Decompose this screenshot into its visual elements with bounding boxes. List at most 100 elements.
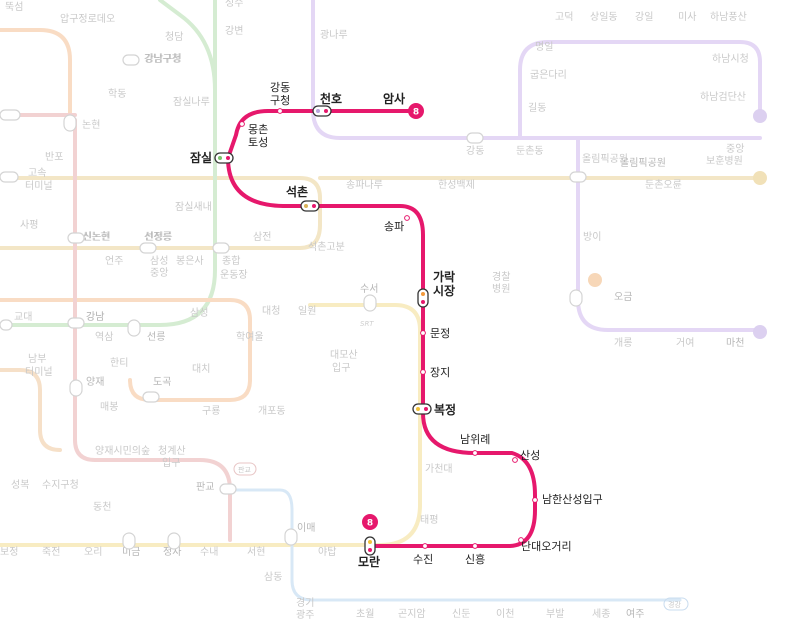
label-bokjeong: 복정 bbox=[434, 402, 456, 417]
background-transfer-marker bbox=[139, 242, 157, 254]
line9-path bbox=[0, 176, 762, 250]
background-station-label: 삼전 bbox=[253, 231, 271, 243]
background-station-label: 태평 bbox=[420, 514, 438, 526]
line8-stops bbox=[239, 108, 538, 549]
background-station-label: SRT bbox=[360, 320, 374, 328]
background-station-label: 대청 bbox=[262, 305, 280, 317]
background-station-label: 경강 bbox=[668, 600, 681, 609]
label-mongchon-2: 토성 bbox=[248, 136, 268, 149]
background-station-label: 둔촌동 bbox=[516, 145, 544, 157]
stop-sanseong[interactable] bbox=[512, 457, 518, 463]
background-station-label: 중앙 bbox=[150, 267, 168, 279]
background-station-label: 한성백제 bbox=[438, 179, 475, 191]
background-station-label: 대치 bbox=[192, 363, 210, 375]
stop-sinheung[interactable] bbox=[472, 543, 478, 549]
background-station-label: 선릉 bbox=[147, 331, 165, 343]
background-station-label: 양재시민의숲 bbox=[95, 445, 150, 457]
svg-text:8: 8 bbox=[413, 108, 419, 118]
line8-labels: 암사 천호 강동 구청 몽촌 토성 잠실 석촌 송파 가락 시장 문정 장지 복… bbox=[190, 81, 603, 569]
background-station-label: 고덕 bbox=[555, 11, 573, 23]
background-station-label: 강남 bbox=[86, 311, 104, 323]
background-station-label: 하남풍산 bbox=[710, 10, 747, 23]
background-station-label: 신논현 bbox=[82, 231, 110, 243]
background-station-label: 교대 bbox=[14, 311, 32, 323]
background-station-label: 신논현 bbox=[83, 231, 111, 243]
background-station-label: 매봉 bbox=[100, 401, 118, 413]
svg-text:8: 8 bbox=[367, 519, 373, 529]
label-sinheung: 신흥 bbox=[465, 552, 485, 566]
transfer-bokjeong[interactable] bbox=[412, 403, 432, 415]
background-station-label: 길동 bbox=[528, 101, 546, 114]
transfer-moran[interactable] bbox=[364, 536, 376, 556]
background-station-label: 남부 bbox=[28, 353, 46, 365]
background-transfer-marker bbox=[212, 242, 230, 254]
label-jamsil: 잠실 bbox=[190, 150, 212, 165]
background-station-label: 일원 bbox=[298, 305, 316, 317]
stop-gangdong-gucheong[interactable] bbox=[277, 108, 283, 114]
stop-munjeong[interactable] bbox=[420, 330, 426, 336]
stop-dandae[interactable] bbox=[518, 537, 524, 543]
background-station-label: 송파나루 bbox=[346, 179, 383, 191]
background-station-label: 삼성 bbox=[190, 307, 208, 319]
background-station-label: 초월 bbox=[356, 608, 374, 620]
background-station-label: 수내 bbox=[200, 546, 218, 558]
stop-jangji[interactable] bbox=[420, 369, 426, 375]
background-station-label: 운동장 bbox=[220, 269, 248, 281]
background-lines: 뚝섬 압구정로데오 성수 강변 광나루 고덕 상일동 강일 미사 하남풍산 청담… bbox=[0, 0, 767, 621]
label-munjeong: 문정 bbox=[430, 327, 450, 340]
stop-namhansanseong[interactable] bbox=[532, 497, 538, 503]
background-station-label: 한티 bbox=[110, 357, 128, 369]
background-station-label: 개롱 bbox=[614, 337, 632, 349]
background-station-label: 터미널 bbox=[25, 366, 53, 378]
stop-sujin[interactable] bbox=[422, 543, 428, 549]
background-station-label: 강변 bbox=[225, 25, 243, 37]
background-station-label: 야탑 bbox=[318, 546, 336, 558]
transfer-seokchon[interactable] bbox=[300, 200, 320, 212]
background-station-label: 선정릉 bbox=[145, 231, 173, 243]
background-station-label: 압구정로데오 bbox=[60, 12, 115, 25]
background-station-label: 판교 bbox=[238, 465, 251, 474]
background-station-label: 죽전 bbox=[42, 546, 60, 558]
background-station-label: 구룡 bbox=[202, 405, 220, 417]
background-station-label: 청담 bbox=[165, 31, 183, 43]
background-station-label: 수서 bbox=[360, 283, 378, 295]
background-station-label: 정자 bbox=[163, 546, 181, 558]
background-station-label: 석촌고분 bbox=[308, 241, 345, 253]
stop-namwirye[interactable] bbox=[472, 450, 478, 456]
background-station-label: 하남검단산 bbox=[700, 90, 746, 103]
line5-badge-2 bbox=[753, 325, 767, 339]
transfer-jamsil[interactable] bbox=[214, 152, 234, 164]
label-jangji: 장지 bbox=[430, 366, 450, 379]
stop-songpa[interactable] bbox=[404, 215, 410, 221]
background-station-label: 강일 bbox=[635, 11, 653, 23]
background-transfer-marker bbox=[569, 289, 583, 307]
background-station-label: 입구 bbox=[162, 456, 180, 469]
transfer-garak[interactable] bbox=[417, 288, 429, 308]
background-transfer-marker bbox=[569, 171, 587, 183]
background-station-label: 선정릉 bbox=[144, 231, 172, 243]
label-amsa: 암사 bbox=[383, 91, 405, 106]
background-station-label: 하남시청 bbox=[712, 52, 749, 65]
background-station-label: 입구 bbox=[332, 361, 350, 374]
background-station-label: 부발 bbox=[546, 608, 564, 620]
background-transfer-marker bbox=[69, 379, 83, 397]
label-gangdong-gucheong-1: 강동 bbox=[270, 81, 290, 94]
background-station-label: 사평 bbox=[20, 219, 38, 231]
line-extra-path bbox=[0, 368, 62, 452]
line8-badge-bottom: 8 bbox=[362, 514, 378, 530]
background-station-label: 터미널 bbox=[25, 180, 53, 192]
background-station-label: 방이 bbox=[583, 231, 601, 243]
line2-path bbox=[0, 0, 217, 327]
background-transfer-marker bbox=[0, 319, 13, 331]
background-station-label: 대모산 bbox=[330, 349, 358, 361]
label-moran: 모란 bbox=[358, 554, 380, 569]
transfer-cheonho[interactable] bbox=[312, 105, 332, 117]
background-station-label: 보정 bbox=[0, 546, 18, 558]
background-station-label: 명일 bbox=[535, 41, 553, 53]
background-station-label: 강남구청 bbox=[144, 53, 181, 65]
background-transfer-marker bbox=[122, 54, 140, 66]
stop-mongchon[interactable] bbox=[239, 121, 245, 127]
label-namwirye: 남위례 bbox=[460, 433, 490, 446]
background-transfer-marker bbox=[122, 532, 136, 550]
